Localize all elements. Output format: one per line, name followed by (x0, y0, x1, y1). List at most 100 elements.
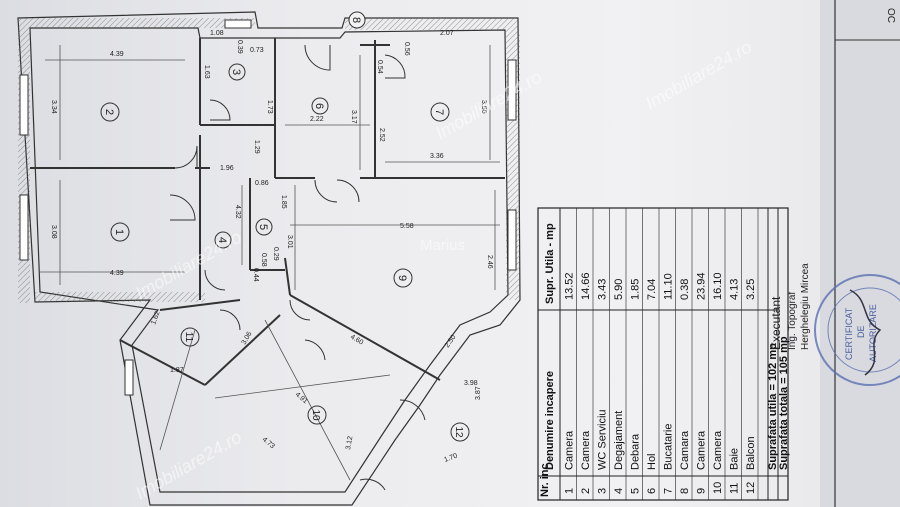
table-cell-num: 9 (696, 488, 708, 494)
table-cell-area: 1.85 (630, 279, 642, 300)
paper-edge (820, 0, 900, 507)
svg-text:12: 12 (453, 426, 464, 438)
table-cell-area: 16.10 (712, 272, 724, 300)
table-cell-num: 4 (613, 488, 625, 494)
watermark-text: Marius (420, 237, 465, 254)
table-cell-name: Degajament (613, 411, 625, 470)
table-cell-area: 4.13 (729, 279, 741, 300)
table-cell-area: 7.04 (646, 279, 658, 300)
svg-text:6: 6 (313, 103, 325, 109)
svg-text:DE: DE (856, 325, 866, 338)
dim-value: 0.86 (255, 180, 269, 187)
executant-role: Ing. Topograf (787, 292, 798, 350)
room-marker-6: 6 (311, 97, 329, 115)
dim-value: 5.58 (400, 223, 414, 230)
executant-block: Executant Ing. Topograf Herghelegiu Mirc… (769, 263, 811, 350)
dim-value: 2.07 (440, 30, 454, 37)
table-cell-name: Balcon (745, 436, 757, 470)
room-marker-9: 9 (393, 268, 413, 288)
dim-value: 3.34 (50, 100, 57, 114)
dim-value: 0.39 (236, 40, 243, 54)
dim-value: 1.85 (280, 195, 287, 209)
svg-text:3: 3 (230, 69, 242, 75)
dim-value: 0.56 (403, 42, 410, 56)
svg-text:CERTIFICAT: CERTIFICAT (844, 307, 854, 360)
room-marker-5: 5 (255, 218, 273, 236)
dim-value: 0.54 (376, 60, 383, 74)
svg-text:1: 1 (113, 229, 125, 235)
executant-name: Herghelegiu Mircea (800, 263, 811, 350)
dim-value: 0.58 (260, 253, 267, 267)
svg-text:Imobiliare24.ro: Imobiliare24.ro (642, 37, 755, 114)
svg-text:9: 9 (396, 275, 408, 281)
dim-value: 3.08 (50, 225, 57, 239)
svg-text:11: 11 (183, 332, 194, 343)
svg-text:7: 7 (433, 109, 445, 115)
dim-value: 0.29 (272, 247, 279, 261)
table-cell-name: Camera (580, 430, 592, 470)
table-cell-area: 23.94 (696, 272, 708, 300)
dim-value: 1.08 (210, 30, 224, 37)
table-cell-num: 7 (663, 488, 675, 494)
room-marker-7: 7 (430, 102, 450, 122)
dim-value: 3.36 (430, 153, 444, 160)
svg-text:4: 4 (216, 237, 228, 243)
table-cell-num: 2 (580, 488, 592, 494)
room-marker-3: 3 (228, 63, 246, 81)
dim-value: 2.46 (486, 255, 493, 269)
dim-value: 1.70 (443, 453, 458, 464)
table-cell-area: 13.52 (564, 272, 576, 300)
dim-value: 2.52 (378, 128, 385, 142)
svg-text:10: 10 (310, 409, 321, 421)
svg-text:Imobiliare24.ro: Imobiliare24.ro (132, 227, 245, 304)
room-marker-11: 11 (180, 327, 200, 347)
svg-text:AUTORIZARE: AUTORIZARE (868, 304, 878, 362)
dim-value: 4.91 (294, 391, 309, 405)
table-cell-num: 1 (564, 488, 576, 494)
table-cell-name: Camera (564, 430, 576, 470)
table-cell-name: Hol (646, 453, 658, 470)
dim-value: 2.22 (310, 116, 324, 123)
table-cell-name: Baie (729, 448, 741, 470)
table-cell-num: 5 (630, 488, 642, 494)
windows (19, 19, 517, 396)
room-marker-12: 12 (450, 422, 470, 442)
dim-value: 4.32 (234, 205, 241, 219)
certification-stamp: CERTIFICAT DE AUTORIZARE (814, 274, 900, 386)
dim-value: 3.87 (475, 386, 482, 400)
col-name-header: Denumire incapere (544, 371, 556, 470)
table-cell-name: Debara (630, 433, 642, 470)
executant-title: Executant (769, 296, 783, 350)
dim-value: 4.39 (110, 51, 124, 58)
room-marker-10: 10 (307, 405, 327, 425)
signature (849, 289, 882, 376)
table-cell-num: 8 (679, 488, 691, 494)
dim-value: 3.12 (345, 436, 354, 451)
dim-value: 1.62 (150, 310, 161, 325)
dim-value: 1.96 (220, 165, 234, 172)
svg-text:2: 2 (103, 109, 115, 115)
outer-walls (17, 11, 521, 506)
table-cell-name: WC Serviciu (597, 409, 609, 470)
svg-text:8: 8 (350, 17, 362, 23)
table-cell-name: Camera (712, 430, 724, 470)
total-totala: Suprafata totala = 105 mp (778, 336, 790, 470)
dim-value: 1.87 (170, 367, 184, 374)
dim-value: 1.73 (266, 100, 273, 114)
table-cell-area: 0.38 (679, 279, 691, 300)
table-cell-num: 12 (745, 482, 757, 494)
table-cell-area: 11.10 (663, 273, 675, 300)
dim-value: 3.01 (286, 235, 293, 249)
room-table: Nr. inc Denumire incapere Supr. Utila - … (537, 207, 790, 501)
corner-text: OC (885, 8, 896, 23)
col-area-header: Supr. Utila - mp (544, 223, 556, 304)
dim-value: 4.73 (261, 436, 276, 450)
dim-value: 4.39 (110, 270, 124, 277)
door-swings (169, 44, 426, 491)
table-cell-area: 3.25 (745, 279, 757, 300)
room-marker-1: 1 (110, 222, 130, 242)
table-cell-name: Bucatarie (663, 424, 675, 470)
room-marker-8: 8 (348, 11, 366, 29)
